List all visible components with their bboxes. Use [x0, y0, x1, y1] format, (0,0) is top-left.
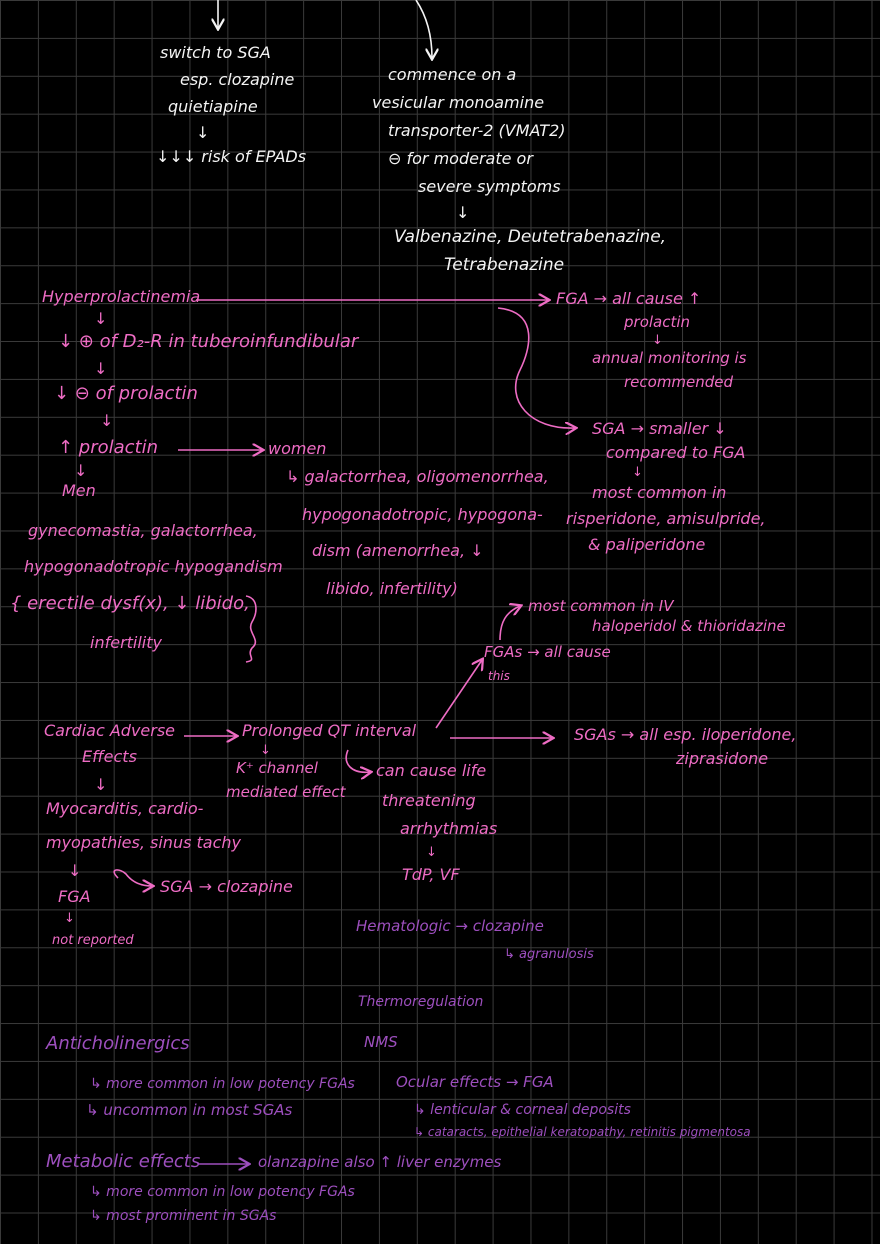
hyperprol-step-2: ↓ ⊖ of prolactin	[54, 383, 198, 404]
women-effects-2: hypogonadotropic, hypogona-	[302, 505, 543, 524]
vmat-line-1: commence on a	[388, 65, 517, 84]
life-threat-3: arrhythmias	[400, 819, 498, 838]
sga-detail-5: & paliperidone	[588, 535, 706, 554]
life-threat-2: threatening	[382, 791, 476, 810]
anticholinergics-title: Anticholinergics	[46, 1033, 190, 1054]
myo-1: Myocarditis, cardio-	[46, 799, 204, 818]
women-effects-4: libido, infertility)	[326, 579, 458, 598]
tdp-vf: TdP, VF	[402, 865, 460, 884]
down-arrow-glyph: ↓	[456, 203, 470, 222]
arrow-life	[345, 749, 370, 772]
hematologic: Hematologic → clozapine	[356, 917, 544, 935]
sga-detail-4: risperidone, amisulpride,	[566, 509, 766, 528]
down-arrow-glyph: ↓	[100, 411, 114, 430]
arrow-qt-fgas	[435, 660, 482, 729]
cardiac-title-1: Cardiac Adverse	[44, 721, 176, 740]
arrow-curve-sga	[497, 307, 575, 428]
life-threat-1: can cause life	[376, 761, 487, 780]
ziprasidone: ziprasidone	[676, 749, 769, 768]
metabolic-1: ↳ more common in low potency FGAs	[90, 1184, 355, 1200]
men-bracket-1: { erectile dysf(x), ↓ libido,	[10, 593, 250, 614]
sga-switch-line-1: switch to SGA	[160, 43, 271, 62]
arrow-fga-sga	[113, 869, 152, 886]
anticholinergic-2: ↳ uncommon in most SGAs	[86, 1101, 293, 1119]
fga-detail-1: prolactin	[624, 313, 691, 331]
women-effects-1: ↳ galactorrhea, oligomenorrhea,	[286, 467, 549, 486]
fga-detail-3: annual monitoring is	[592, 349, 747, 367]
down-arrow-glyph: ↓	[94, 359, 108, 378]
down-arrow-glyph: ↓	[68, 861, 82, 880]
qt-prolonged: Prolonged QT interval	[242, 721, 417, 740]
cardiac-fga: FGA	[58, 887, 91, 906]
eps-risk-text: ↓↓↓ risk of EPADs	[156, 147, 307, 166]
hyperprolactinemia-title: Hyperprolactinemia	[42, 287, 201, 306]
sga-clozapine: SGA → clozapine	[160, 877, 293, 896]
sga-detail-3: most common in	[592, 483, 727, 502]
arrow-curve-white	[415, 0, 432, 58]
nms: NMS	[364, 1033, 398, 1051]
sga-switch-line-3: quietiapine	[168, 97, 258, 116]
agranulosis: ↳ agranulosis	[504, 947, 594, 962]
men-effects-2: hypogonadotropic hypogandism	[24, 557, 283, 576]
metabolic-title: Metabolic effects	[46, 1151, 201, 1172]
hyperprol-step-1: ↓ ⊕ of D₂-R in tuberoinfundibular	[58, 331, 359, 352]
ocular-2: ↳ cataracts, epithelial keratopathy, ret…	[414, 1125, 751, 1139]
sgas-all: SGAs → all esp. iloperidone,	[574, 725, 797, 744]
men-label: Men	[62, 481, 96, 500]
most-common-iv: most common in IV	[528, 597, 674, 615]
sga-detail-2: ↓	[632, 465, 643, 480]
sga-switch-line-2: esp. clozapine	[180, 70, 295, 89]
fga-detail-4: recommended	[624, 373, 734, 391]
vmat-drugs-line-1: Valbenazine, Deutetrabenazine,	[394, 227, 667, 247]
cardiac-title-2: Effects	[82, 747, 137, 766]
not-reported: not reported	[52, 933, 134, 948]
ocular-effects: Ocular effects → FGA	[396, 1073, 554, 1091]
fga-detail-2: ↓	[652, 333, 663, 348]
women-effects-3: dism (amenorrhea, ↓	[312, 541, 484, 560]
myo-2: myopathies, sinus tachy	[46, 833, 241, 852]
down-arrow-glyph: ↓	[64, 911, 75, 926]
metabolic-2: ↳ most prominent in SGAs	[90, 1208, 277, 1224]
olanzapine-liver: olanzapine also ↑ liver enzymes	[258, 1153, 502, 1171]
vmat-line-4: ⊖ for moderate or	[388, 149, 533, 168]
fgas-all-cause: FGAs → all cause	[484, 643, 611, 661]
down-arrow-glyph: ↓	[260, 743, 271, 758]
down-arrow-glyph: ↓	[196, 123, 210, 142]
k-channel-2: mediated effect	[226, 783, 346, 801]
vmat-line-2: vesicular monoamine	[372, 93, 545, 112]
vmat-line-5: severe symptoms	[418, 177, 561, 196]
k-channel-1: K⁺ channel	[236, 759, 318, 777]
down-arrow-glyph: ↓	[426, 845, 437, 860]
thermoregulation: Thermoregulation	[358, 994, 484, 1010]
men-effects-1: gynecomastia, galactorrhea,	[28, 521, 258, 540]
sga-detail-1: compared to FGA	[606, 443, 746, 462]
anticholinergic-1: ↳ more common in low potency FGAs	[90, 1076, 355, 1092]
fga-prolactin: FGA → all cause ↑	[556, 289, 702, 308]
down-arrow-glyph: ↓	[74, 461, 88, 480]
women-label: women	[268, 439, 327, 458]
men-bracket-2: infertility	[90, 633, 162, 652]
haloperidol-thioridazine: haloperidol & thioridazine	[592, 617, 786, 635]
hyperprol-step-3: ↑ prolactin	[58, 437, 159, 458]
ocular-1: ↳ lenticular & corneal deposits	[414, 1102, 631, 1118]
down-arrow-glyph: ↓	[94, 775, 108, 794]
vmat-drugs-line-2: Tetrabenazine	[444, 255, 565, 275]
down-arrow-glyph: ↓	[94, 309, 108, 328]
vmat-line-3: transporter-2 (VMAT2)	[388, 121, 566, 140]
arrow-fgas-most	[499, 606, 520, 641]
sga-prolactin: SGA → smaller ↓	[592, 419, 727, 438]
fgas-sub: this	[488, 669, 510, 683]
